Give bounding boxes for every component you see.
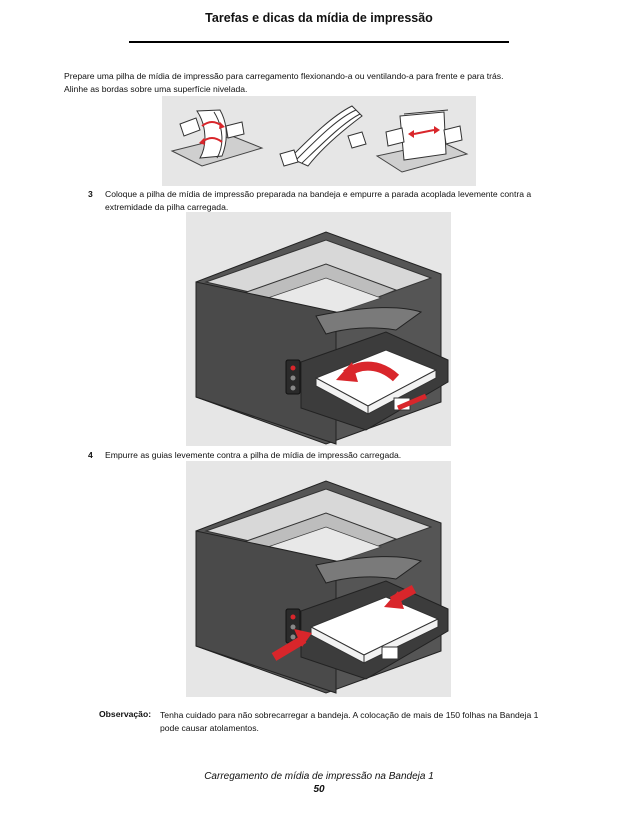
printer-load-stack-illustration (186, 212, 451, 446)
intro-line-2: Alinhe as bordas sobre uma superfície ni… (64, 84, 248, 94)
paper-flex-illustration (162, 96, 476, 186)
printer-guides-drawing (195, 480, 449, 694)
note-label: Observação: (99, 709, 152, 719)
header-divider (129, 41, 509, 43)
guide-arrow-left (271, 635, 307, 661)
step-4-text: Empurre as guias levemente contra a pilh… (105, 449, 585, 462)
note-text: Tenha cuidado para não sobrecarregar a b… (160, 709, 580, 735)
flex-panel-2 (279, 105, 367, 167)
intro-paragraph: Prepare uma pilha de mídia de impressão … (64, 70, 584, 96)
step-3-line-2: extremidade da pilha carregada. (105, 201, 229, 212)
footer-title: Carregamento de mídia de impressão na Ba… (204, 771, 434, 782)
page-header-title: Tarefas e dicas da mídia de impressão (205, 11, 433, 25)
step-3-text: Coloque a pilha de mídia de impressão pr… (105, 188, 585, 213)
step-3-number: 3 (88, 189, 93, 199)
printer-guides-illustration (186, 461, 451, 697)
paper-flex-drawing (170, 105, 469, 173)
flex-panel-1 (170, 109, 264, 167)
step-3-line-1: Coloque a pilha de mídia de impressão pr… (105, 189, 532, 199)
note-line-1: Tenha cuidado para não sobrecarregar a b… (160, 710, 539, 720)
page-number: 50 (313, 784, 325, 795)
intro-line-1: Prepare uma pilha de mídia de impressão … (64, 71, 504, 81)
step-4-number: 4 (88, 450, 93, 460)
flex-panel-3 (375, 109, 469, 173)
printer-load-drawing (195, 231, 449, 445)
step-4-line-1: Empurre as guias levemente contra a pilh… (105, 450, 402, 460)
note-line-2: pode causar atolamentos. (160, 723, 259, 733)
